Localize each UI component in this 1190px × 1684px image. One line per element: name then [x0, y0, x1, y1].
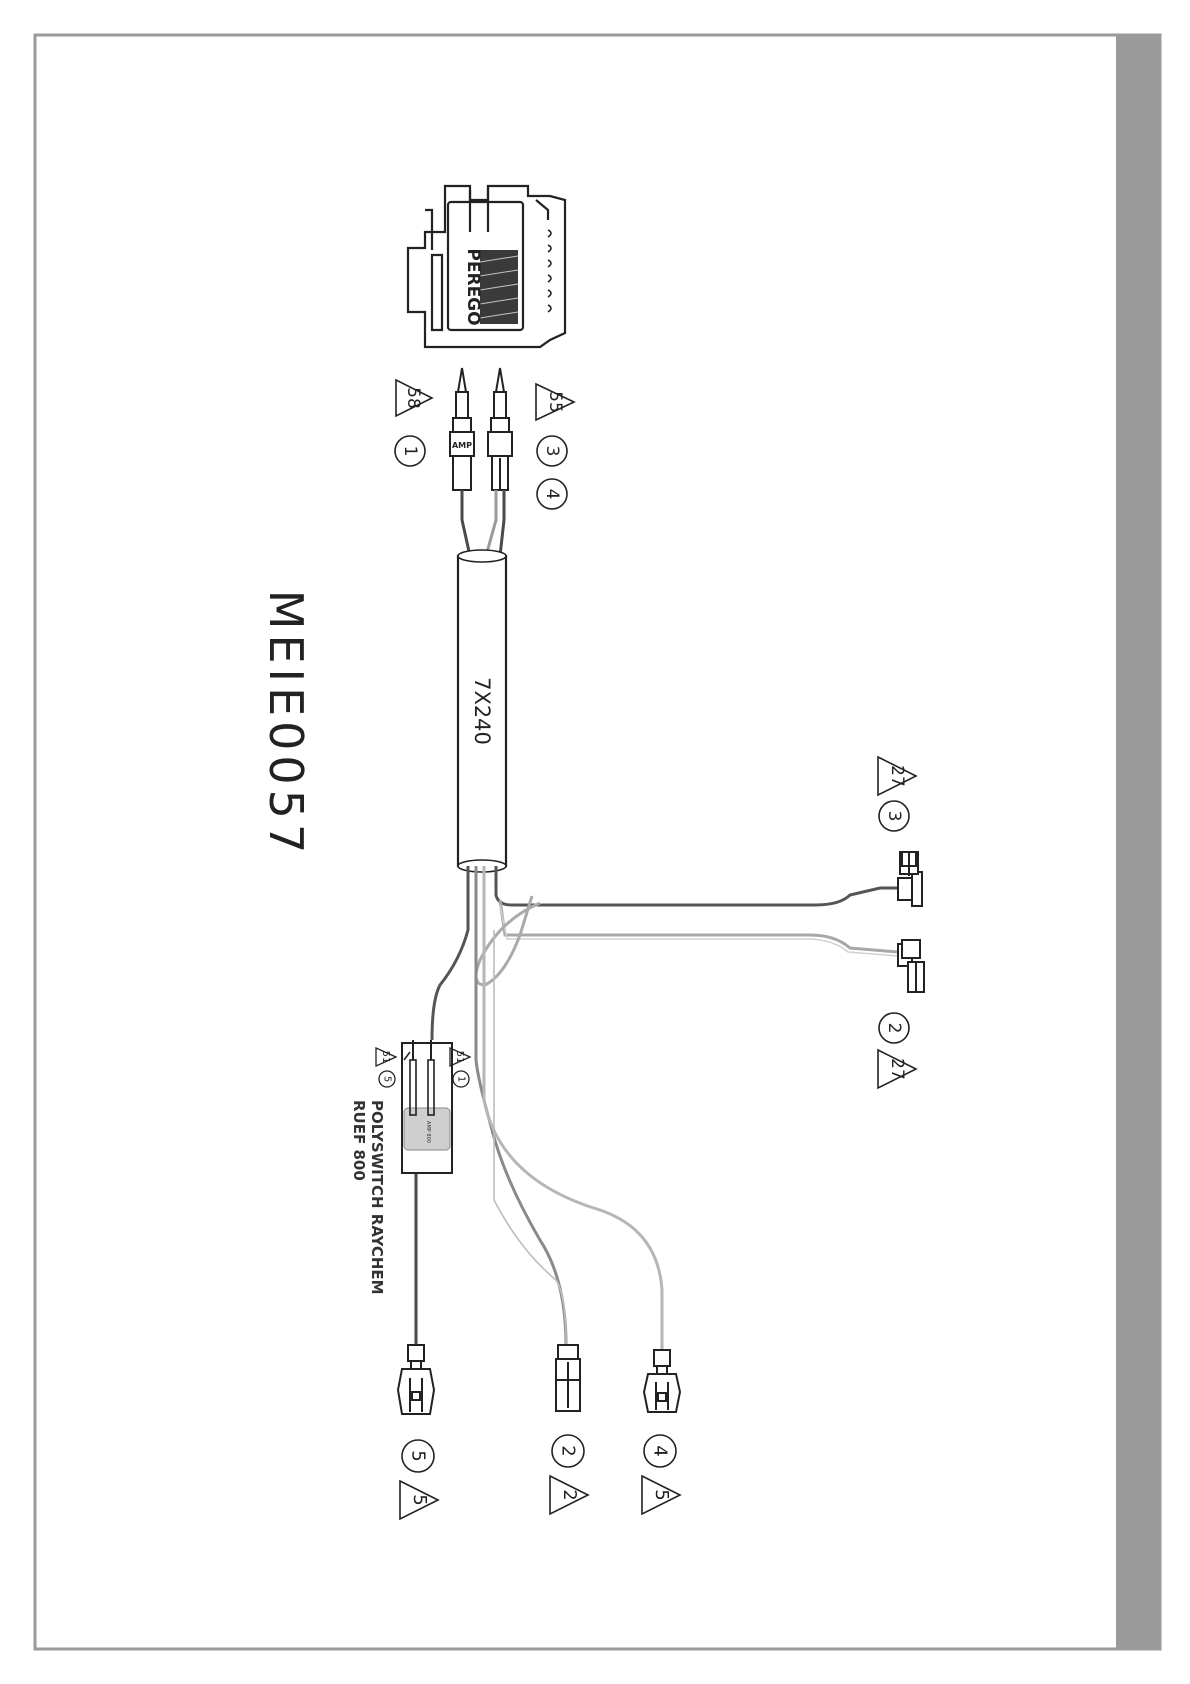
tri-marker-58: 58	[396, 380, 432, 416]
svg-text:4: 4	[542, 489, 562, 500]
pin-marker-2-bottom: 2	[552, 1435, 584, 1467]
pin-marker-4-top: 4	[537, 479, 567, 509]
svg-text:4: 4	[650, 1445, 671, 1456]
svg-text:5: 5	[409, 1494, 430, 1505]
pin-marker-5-bottom: 5	[402, 1440, 434, 1472]
pin-marker-3-right: 3	[879, 801, 909, 831]
fuse-mark: AMP 800	[425, 1121, 431, 1143]
tri-marker-27-b: 27	[878, 1050, 916, 1088]
page-frame	[35, 35, 1160, 1649]
pin-marker-1-top: 1	[395, 436, 425, 466]
lower-wires	[416, 866, 898, 1350]
bottom-connector-4	[644, 1350, 680, 1412]
svg-text:1: 1	[456, 1076, 467, 1082]
side-strip	[1116, 35, 1160, 1649]
svg-text:2: 2	[558, 1445, 579, 1456]
pin-marker-4-bottom: 4	[644, 1435, 676, 1467]
svg-text:5: 5	[408, 1450, 429, 1461]
tri-marker-5-bottom-a: 5	[400, 1481, 438, 1519]
svg-text:2: 2	[884, 1023, 904, 1034]
pin-marker-2-right: 2	[879, 1013, 909, 1043]
fuse-text-line2: RUEF 800	[350, 1100, 368, 1181]
svg-text:5: 5	[382, 1076, 393, 1082]
tri-marker-55: 55	[536, 384, 574, 420]
svg-text:5: 5	[651, 1489, 672, 1500]
top-wires	[462, 490, 504, 556]
tri-marker-5-bottom-c: 5	[642, 1476, 680, 1514]
svg-text:27: 27	[887, 1058, 907, 1080]
pin-marker-1-fuse: 1	[453, 1071, 469, 1087]
sleeve-label: 7X240	[470, 677, 494, 745]
pin-marker-5-fuse: 5	[379, 1071, 395, 1087]
pin-marker-3-top: 3	[537, 436, 567, 466]
bottom-connector-5	[398, 1345, 434, 1414]
svg-text:3: 3	[884, 811, 904, 822]
svg-text:1: 1	[400, 446, 420, 457]
right-connector-a	[898, 852, 922, 906]
brand-label: PEREGO	[463, 248, 483, 325]
svg-text:55: 55	[545, 391, 565, 413]
svg-text:2: 2	[559, 1489, 580, 1500]
svg-text:51: 51	[454, 1051, 465, 1064]
right-connector-b	[898, 940, 924, 992]
perego-logo	[480, 250, 518, 324]
bottom-connector-2	[556, 1345, 580, 1411]
polyswitch-fuse	[402, 1040, 452, 1173]
svg-text:58: 58	[403, 387, 423, 409]
fuse-text-line1: POLYSWITCH RAYCHEM	[368, 1100, 386, 1295]
svg-text:27: 27	[887, 765, 907, 787]
svg-text:3: 3	[542, 446, 562, 457]
top-connector-2	[488, 368, 512, 490]
drawing-code: MEIE0057	[259, 590, 313, 858]
top-connector-1	[450, 368, 474, 490]
tri-marker-51-b: 51	[376, 1048, 396, 1066]
tri-marker-27-a: 27	[878, 757, 916, 795]
tri-marker-2-bottom: 2	[550, 1476, 588, 1514]
amp-mark: AMP	[452, 441, 472, 450]
svg-text:51: 51	[380, 1051, 391, 1064]
